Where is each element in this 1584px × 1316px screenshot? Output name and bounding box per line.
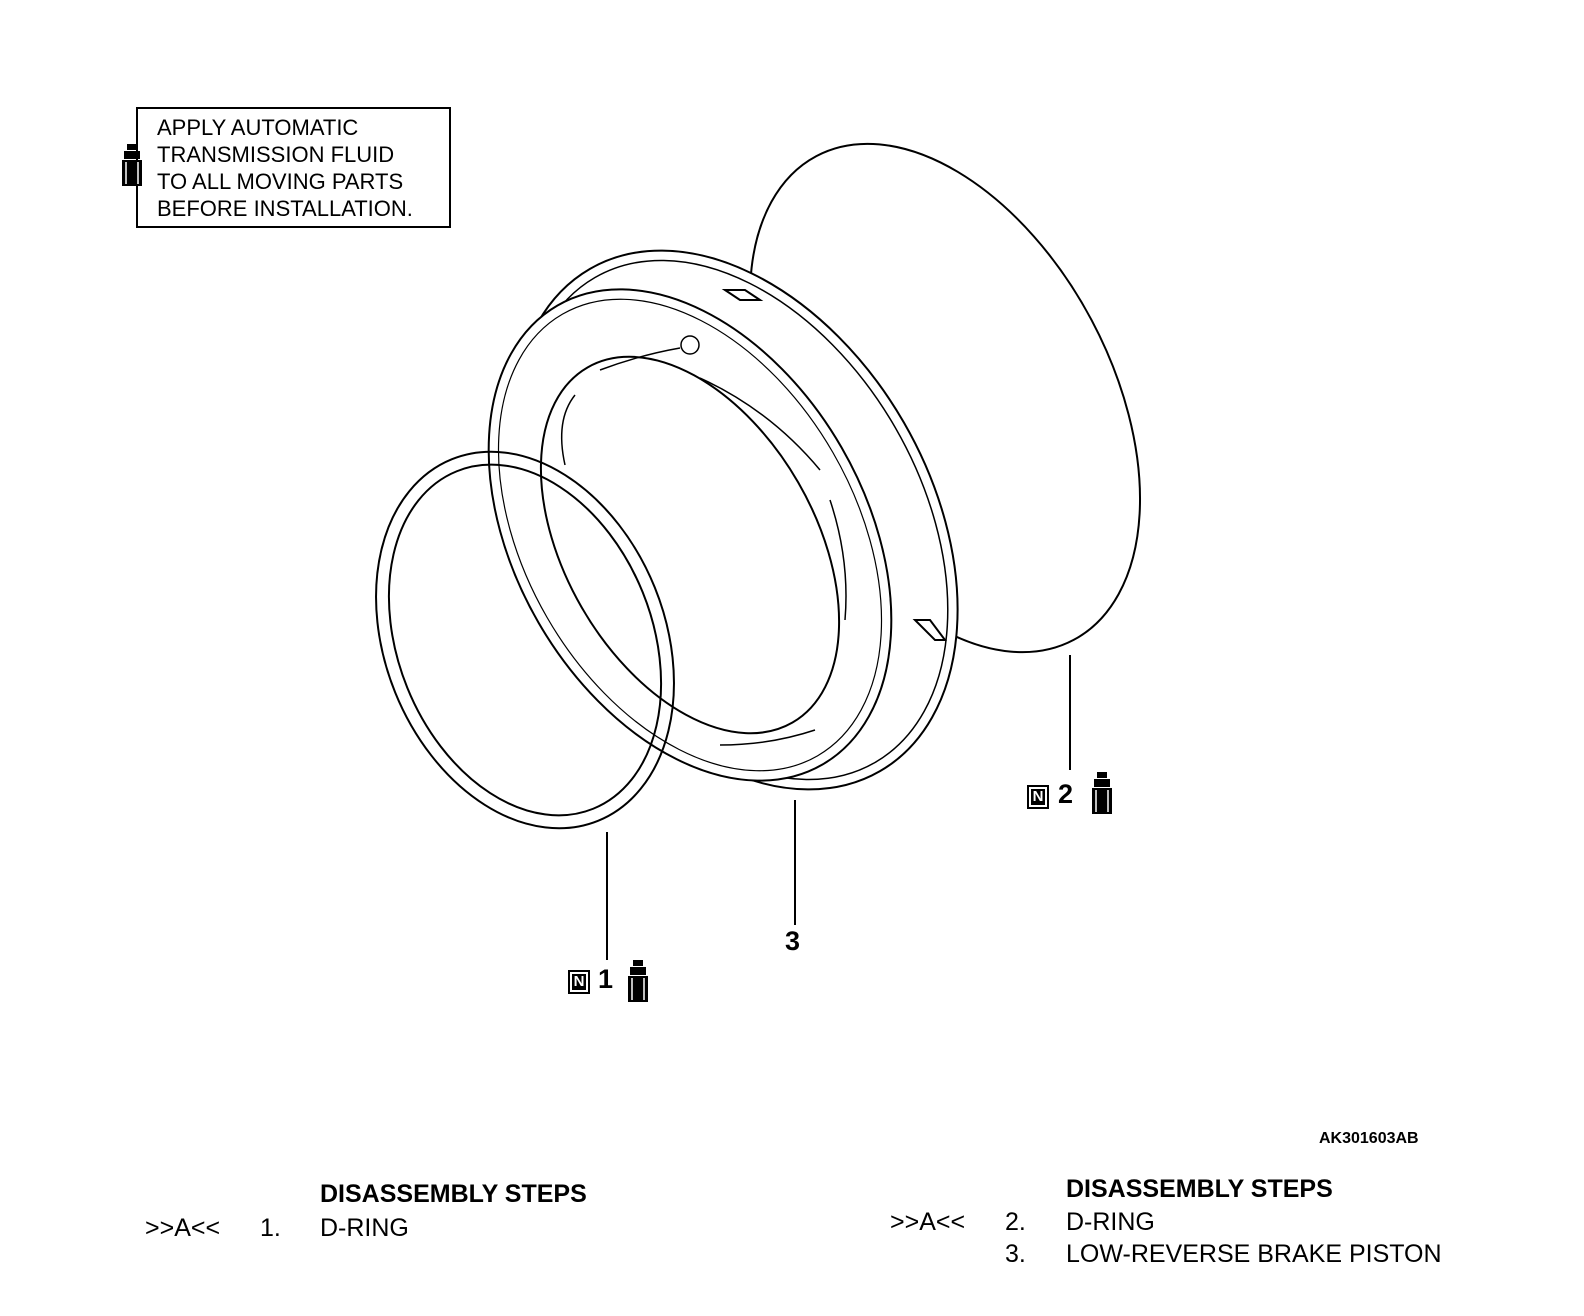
step-number: 2. bbox=[1005, 1208, 1026, 1236]
note-line-1: APPLY AUTOMATIC bbox=[157, 115, 359, 140]
step-number: 1. bbox=[260, 1214, 281, 1242]
note-line-4: BEFORE INSTALLATION. bbox=[157, 196, 413, 221]
d-ring-small bbox=[375, 450, 675, 830]
fluid-bottle-icon bbox=[1092, 772, 1112, 814]
steps-right-header: DISASSEMBLY STEPS bbox=[1066, 1175, 1333, 1203]
step-label: D-RING bbox=[1066, 1208, 1155, 1236]
figure-id: AK301603AB bbox=[1319, 1130, 1419, 1147]
brake-piston bbox=[487, 249, 959, 791]
note-line-3: TO ALL MOVING PARTS bbox=[157, 169, 404, 194]
n-badge-1: N bbox=[568, 970, 590, 994]
callout-2: 2 bbox=[1058, 779, 1074, 809]
note-line-2: TRANSMISSION FLUID bbox=[157, 142, 395, 167]
fluid-bottle-icon bbox=[122, 144, 142, 186]
step-label: D-RING bbox=[320, 1214, 409, 1242]
step-number: 3. bbox=[1005, 1240, 1026, 1268]
step-marker: >>A<< bbox=[890, 1208, 966, 1236]
steps-left-header: DISASSEMBLY STEPS bbox=[320, 1180, 587, 1208]
exploded-parts-drawing bbox=[375, 142, 1142, 960]
step-marker: >>A<< bbox=[145, 1214, 221, 1242]
step-label: LOW-REVERSE BRAKE PISTON bbox=[1066, 1240, 1442, 1268]
callout-1: 1 bbox=[598, 964, 614, 994]
n-badge-2: N bbox=[1027, 785, 1049, 809]
fluid-bottle-icon bbox=[628, 960, 648, 1002]
callout-3: 3 bbox=[785, 926, 801, 956]
